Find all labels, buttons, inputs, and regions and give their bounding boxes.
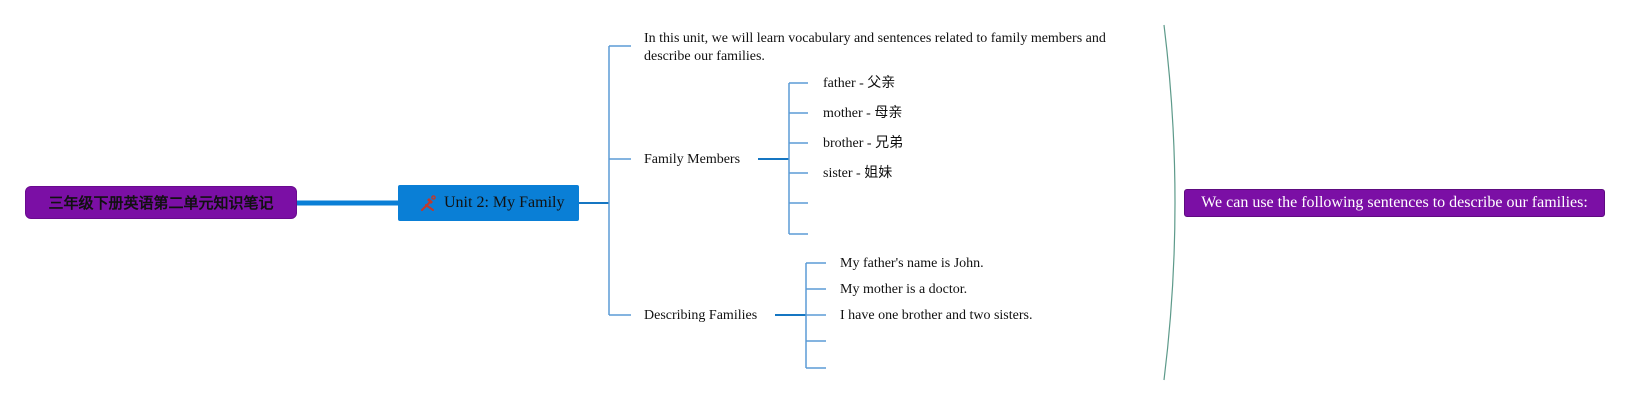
summary-bracket bbox=[1163, 24, 1176, 381]
family-member-item[interactable]: sister - 姐妹 bbox=[823, 166, 893, 181]
central-topic-label: Unit 2: My Family bbox=[444, 194, 565, 211]
intro-text[interactable]: In this unit, we will learn vocabulary a… bbox=[644, 31, 1106, 64]
central-topic[interactable]: Unit 2: My Family bbox=[398, 185, 579, 221]
summary-topic-label: We can use the following sentences to de… bbox=[1201, 194, 1588, 211]
family-members-topic[interactable]: Family Members bbox=[644, 152, 741, 167]
describing-family-item[interactable]: My father's name is John. bbox=[840, 256, 984, 271]
tools-icon bbox=[418, 193, 438, 213]
summary-topic[interactable]: We can use the following sentences to de… bbox=[1184, 189, 1605, 217]
describing-family-item[interactable]: My mother is a doctor. bbox=[840, 282, 968, 297]
describing-families-topic[interactable]: Describing Families bbox=[644, 308, 758, 323]
family-member-item[interactable]: mother - 母亲 bbox=[823, 106, 903, 121]
describing-family-item[interactable]: I have one brother and two sisters. bbox=[840, 308, 1033, 323]
root-topic[interactable]: 三年级下册英语第二单元知识笔记 bbox=[25, 186, 297, 219]
root-topic-label: 三年级下册英语第二单元知识笔记 bbox=[48, 194, 274, 212]
family-member-item[interactable]: brother - 兄弟 bbox=[823, 136, 904, 151]
family-member-item[interactable]: father - 父亲 bbox=[823, 76, 896, 91]
